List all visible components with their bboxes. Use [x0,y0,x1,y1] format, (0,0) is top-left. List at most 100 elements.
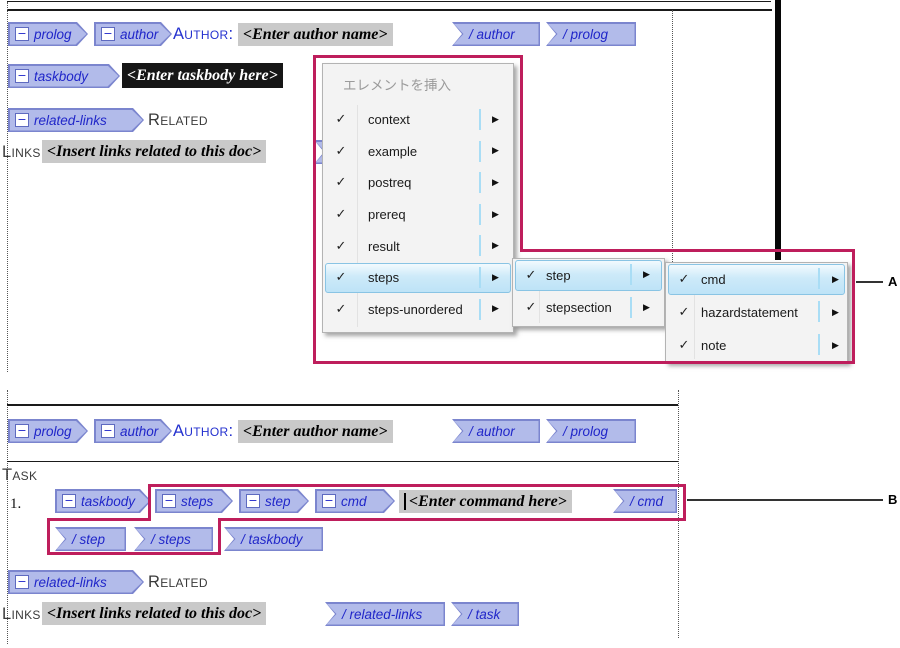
collapse-icon[interactable]: − [15,113,29,127]
submenu-arrow-icon: ▶ [643,302,650,313]
check-icon: ✓ [335,301,347,317]
tag-label: author [120,26,159,42]
links-prefix-label: Links: [2,143,46,161]
step-number: 1. [10,496,22,512]
menu-item-steps[interactable]: ✓ steps ▶ [323,262,513,294]
element-tag-related-links-open[interactable]: −related-links [8,108,144,132]
links-placeholder[interactable]: <Insert links related to this doc> [42,140,267,163]
menu-item-step[interactable]: ✓ step ▶ [513,259,664,292]
text-frame-border [678,390,679,638]
collapse-icon[interactable]: − [15,27,29,41]
tag-label: prolog [34,26,72,42]
callout-label-b: B [888,492,898,507]
author-placeholder[interactable]: <Enter author name> [238,23,393,46]
text-frame-border [7,2,8,372]
collapse-icon[interactable]: − [101,424,115,438]
table-rule [7,461,678,462]
menu-item-postreq[interactable]: ✓ postreq ▶ [323,167,513,199]
element-tag-author-close[interactable]: / author [452,22,540,46]
element-tag-prolog-open[interactable]: −prolog [8,22,88,46]
table-rule [7,9,772,11]
author-placeholder[interactable]: <Enter author name> [238,420,393,443]
element-tag-cmd-close[interactable]: / cmd [613,489,677,513]
submenu-arrow-icon: ▶ [492,241,499,252]
tag-label: / author [469,423,515,439]
element-tag-prolog-open[interactable]: −prolog [8,419,88,443]
step-submenu: ✓ cmd ▶ ✓ hazardstatement ▶ ✓ note ▶ [665,262,848,363]
menu-item-hazardstatement[interactable]: ✓ hazardstatement ▶ [666,296,847,329]
element-tag-author-open[interactable]: −author [94,22,172,46]
element-tag-related-links-open[interactable]: −related-links [8,570,144,594]
table-rule [7,404,678,406]
tag-label: / task [468,606,501,622]
page-edge-bar [775,0,781,260]
element-tag-task-close[interactable]: / task [451,602,519,626]
element-tag-taskbody-open[interactable]: −taskbody [55,489,151,513]
check-icon: ✓ [335,112,347,128]
menu-item-stepsection[interactable]: ✓ stepsection ▶ [513,292,664,325]
tag-label: author [120,423,159,439]
menu-item-cmd[interactable]: ✓ cmd ▶ [666,263,847,296]
element-tag-steps-open[interactable]: −steps [155,489,233,513]
tag-label: / taskbody [241,531,303,547]
check-icon: ✓ [678,305,690,320]
collapse-icon[interactable]: − [15,69,29,83]
collapse-icon[interactable]: − [62,494,76,508]
element-tag-prolog-close[interactable]: / prolog [546,419,636,443]
element-tag-taskbody-close[interactable]: / taskbody [224,527,323,551]
submenu-arrow-icon: ▶ [492,272,499,283]
cmd-placeholder[interactable]: <Enter command here> [399,490,572,513]
collapse-icon[interactable]: − [15,424,29,438]
table-rule [7,1,771,2]
menu-item-note[interactable]: ✓ note ▶ [666,329,847,362]
task-heading: Task [2,466,38,484]
author-prefix-label: Author: [173,422,234,440]
callout-label-a: A [888,274,898,289]
element-tag-step-open[interactable]: −step [239,489,309,513]
submenu-arrow-icon: ▶ [492,146,499,157]
collapse-icon[interactable]: − [15,575,29,589]
collapse-icon[interactable]: − [101,27,115,41]
menu-item-steps-unordered[interactable]: ✓ steps-unordered ▶ [323,294,513,326]
menu-item-result[interactable]: ✓ result ▶ [323,230,513,262]
element-tag-steps-close[interactable]: / steps [134,527,213,551]
tag-label: / related-links [342,606,423,622]
check-icon: ✓ [335,270,347,286]
tag-label: related-links [34,112,107,128]
menu-item-example[interactable]: ✓ example ▶ [323,136,513,168]
element-tag-related-links-close[interactable]: / related-links [325,602,445,626]
check-icon: ✓ [525,300,537,316]
tag-label: cmd [341,493,367,509]
check-icon: ✓ [678,272,690,287]
menu-item-prereq[interactable]: ✓ prereq ▶ [323,199,513,231]
taskbody-placeholder-selected[interactable]: <Enter taskbody here> [122,63,283,88]
tag-label: / steps [151,531,191,547]
links-placeholder[interactable]: <Insert links related to this doc> [42,602,267,625]
tag-label: taskbody [34,68,89,84]
submenu-arrow-icon: ▶ [832,274,839,285]
check-icon: ✓ [335,238,347,254]
tag-label: prolog [34,423,72,439]
submenu-arrow-icon: ▶ [832,307,839,318]
author-prefix-label: Author: [173,25,234,43]
menu-item-context[interactable]: ✓ context ▶ [323,104,513,136]
element-tag-taskbody-open[interactable]: −taskbody [8,64,120,88]
element-tag-author-open[interactable]: −author [94,419,172,443]
tag-label: / step [72,531,106,547]
submenu-arrow-icon: ▶ [492,304,499,315]
check-icon: ✓ [335,143,347,159]
submenu-arrow-icon: ▶ [643,270,650,281]
tag-label: steps [181,493,214,509]
check-icon: ✓ [335,175,347,191]
element-tag-prolog-close[interactable]: / prolog [546,22,636,46]
tag-label: / prolog [563,26,609,42]
element-tag-step-close[interactable]: / step [55,527,126,551]
collapse-icon[interactable]: − [162,494,176,508]
element-tag-author-close[interactable]: / author [452,419,540,443]
tag-label: step [265,493,291,509]
element-tag-cmd-open[interactable]: −cmd [315,489,395,513]
collapse-icon[interactable]: − [322,494,336,508]
collapse-icon[interactable]: − [246,494,260,508]
related-prefix-label: Related [148,573,208,591]
tag-label: / cmd [630,493,664,509]
